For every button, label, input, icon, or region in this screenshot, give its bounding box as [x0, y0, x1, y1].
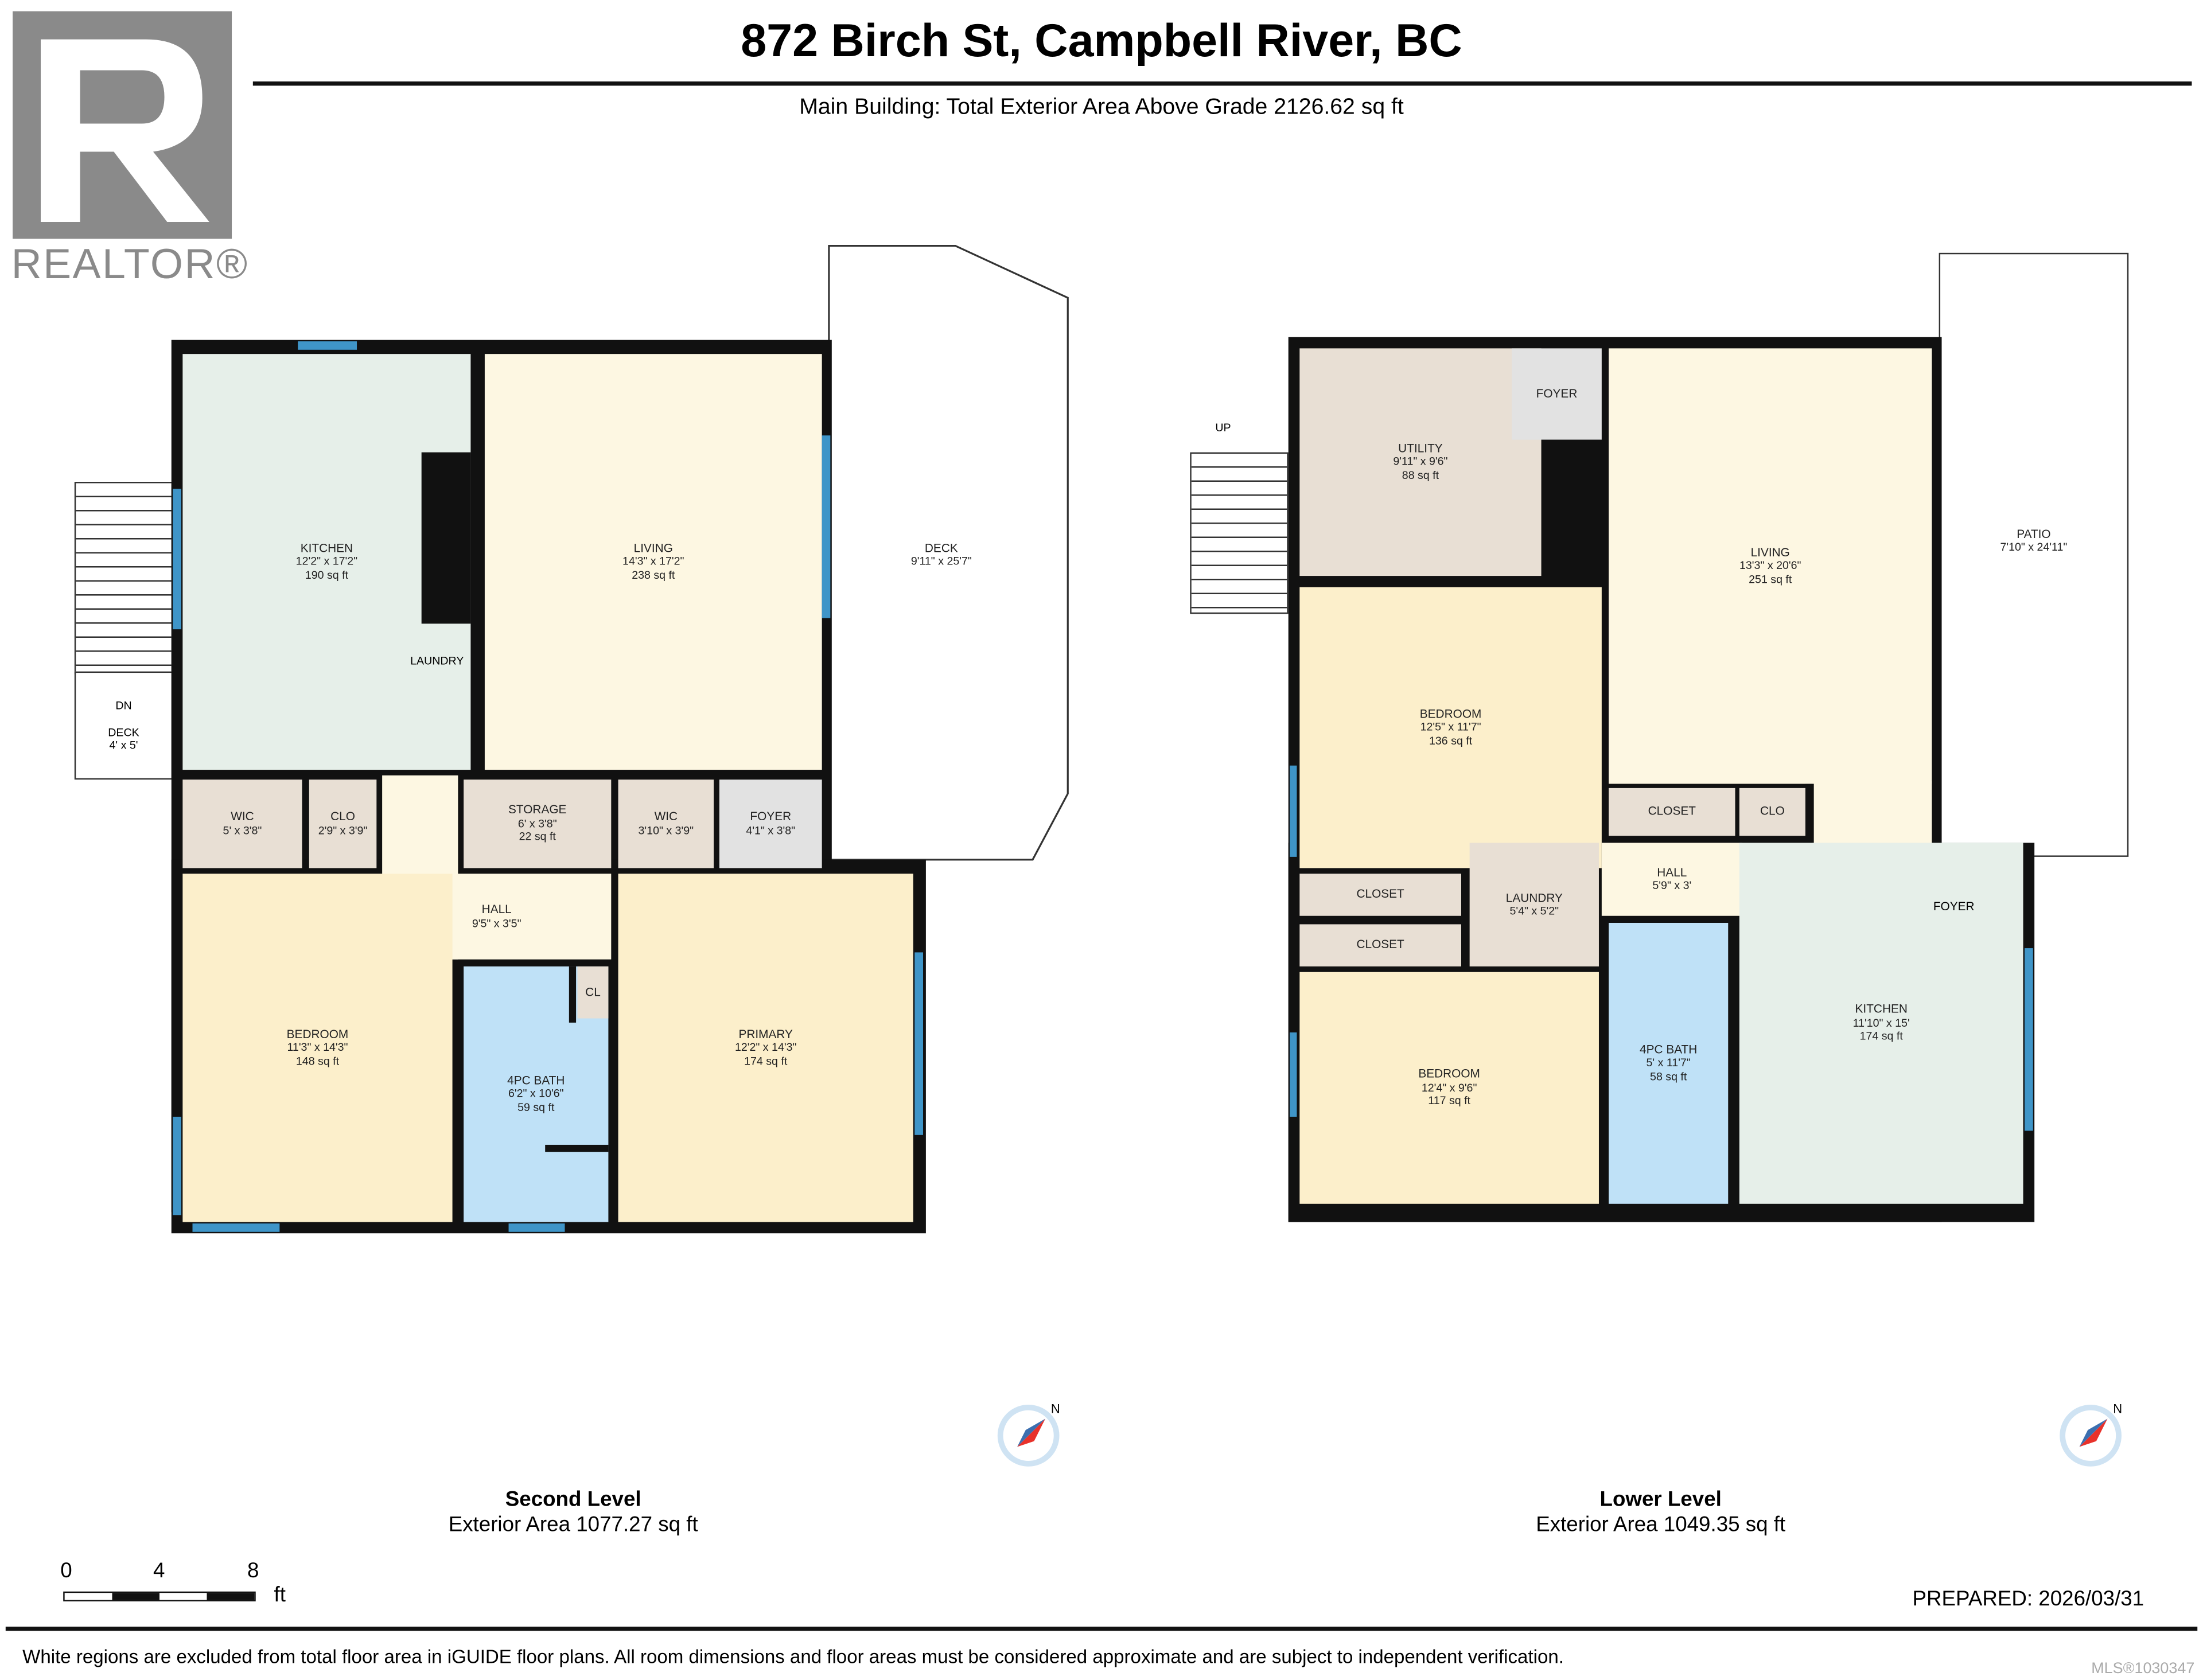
room-patio	[1939, 252, 2129, 857]
wall	[569, 966, 577, 1023]
level-area: Exterior Area 1077.27 sq ft	[448, 1513, 698, 1537]
foyer-label: FOYER	[1933, 899, 1975, 913]
mls-number: MLS®1030347	[2091, 1660, 2195, 1678]
window	[508, 1223, 565, 1232]
stairs	[1190, 452, 1289, 614]
scale-unit: ft	[274, 1583, 286, 1607]
prepared-date: PREPARED: 2026/03/31	[1912, 1587, 2144, 1612]
room-clo: CLO	[1739, 788, 1805, 836]
window	[2025, 948, 2033, 1131]
compass-label: N	[1051, 1402, 1060, 1416]
scale-tick: 8	[247, 1559, 259, 1584]
second-level-caption: Second Level Exterior Area 1077.27 sq ft	[363, 1487, 784, 1538]
wall	[1805, 784, 1814, 843]
window	[173, 489, 181, 630]
window	[822, 435, 831, 618]
stairs-label: UP	[1215, 421, 1231, 434]
page-subtitle: Main Building: Total Exterior Area Above…	[799, 95, 1404, 120]
wall	[545, 1144, 609, 1152]
level-area: Exterior Area 1049.35 sq ft	[1536, 1513, 1786, 1537]
room-closet: CLOSET	[1609, 788, 1735, 836]
room-closet: CLOSET	[1299, 874, 1461, 916]
scale-tick: 0	[60, 1559, 72, 1584]
realtor-logo-text: REALTOR®	[11, 241, 249, 289]
stairs	[74, 482, 173, 675]
lower-level-caption: Lower Level Exterior Area 1049.35 sq ft	[1450, 1487, 1871, 1538]
realtor-logo	[13, 11, 232, 239]
compass-label: N	[2113, 1402, 2122, 1416]
page-title: 872 Birch St, Campbell River, BC	[741, 14, 1462, 67]
chimney	[421, 452, 471, 624]
room-closet: CLOSET	[1299, 924, 1461, 966]
scale-tick: 4	[153, 1559, 165, 1584]
level-name: Lower Level	[1599, 1487, 1722, 1512]
window	[1290, 1032, 1297, 1117]
level-name: Second Level	[505, 1487, 641, 1512]
disclaimer: White regions are excluded from total fl…	[22, 1646, 1564, 1667]
living-floor	[1812, 781, 1932, 846]
room-foyer: FOYER	[1512, 348, 1602, 440]
window	[298, 341, 357, 350]
north-compass-icon: N	[2060, 1402, 2122, 1467]
laundry-label: LAUNDRY	[410, 654, 464, 668]
north-compass-icon: N	[997, 1402, 1060, 1467]
window	[173, 1116, 181, 1215]
window	[914, 952, 923, 1135]
title-divider	[252, 81, 2192, 86]
footer-divider	[5, 1626, 2198, 1631]
room-cl: CL	[577, 966, 609, 1019]
window	[1290, 765, 1297, 857]
realtor-r-icon	[41, 39, 209, 222]
stairs-label: DN	[115, 699, 132, 712]
window	[192, 1223, 280, 1232]
